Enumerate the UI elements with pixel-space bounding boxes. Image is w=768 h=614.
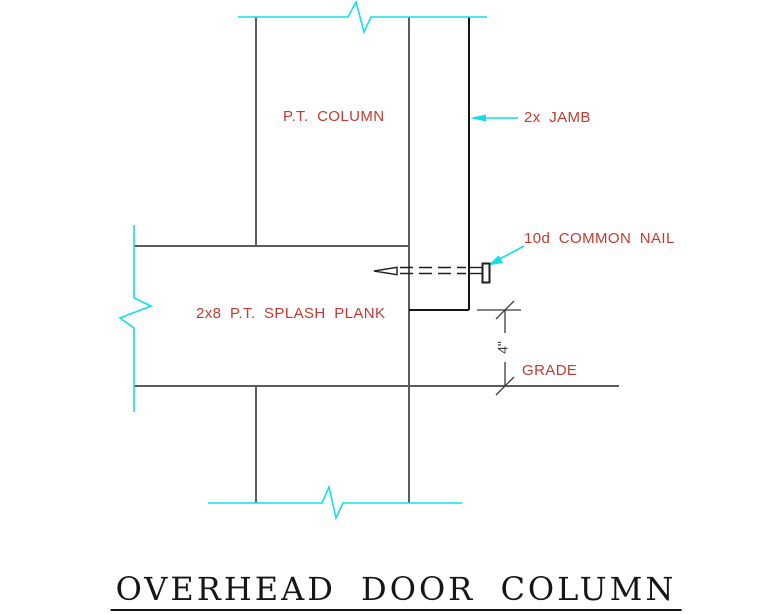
jamb-lines — [409, 17, 470, 311]
label-2x-jamb: 2x JAMB — [524, 109, 591, 126]
dimension-tick-bottom — [495, 376, 515, 396]
jamb-leader-arrow-icon — [470, 114, 486, 122]
dimension-tick-top — [495, 300, 515, 320]
sheet-title: OVERHEAD DOOR COLUMN — [110, 572, 682, 611]
dimension-lines — [477, 300, 521, 396]
break-line-left — [118, 225, 154, 412]
nail-leader-arrow-icon — [488, 255, 503, 266]
nail-leader-line — [495, 245, 525, 262]
dimension-text-4in: 4" — [494, 341, 511, 354]
break-lines-and-leaders — [118, 0, 525, 521]
break-line-bottom — [208, 484, 462, 521]
label-pt-column: P.T. COLUMN — [283, 108, 385, 125]
nail-symbol — [373, 262, 491, 284]
nail-point-icon — [373, 266, 398, 276]
label-10d-common-nail: 10d COMMON NAIL — [524, 230, 675, 247]
break-line-top — [238, 0, 487, 35]
column-and-plank-lines — [134, 17, 619, 503]
nail-head-icon — [481, 262, 491, 284]
label-grade: GRADE — [522, 362, 578, 379]
label-splash-plank: 2x8 P.T. SPLASH PLANK — [196, 305, 386, 322]
